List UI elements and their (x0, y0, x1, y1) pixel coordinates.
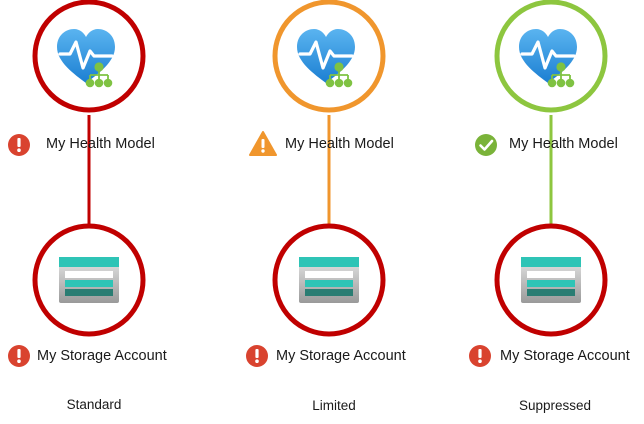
storage-account-label: My Storage Account (37, 348, 167, 364)
warning-icon (249, 131, 277, 156)
error-icon (246, 345, 268, 367)
error-icon (8, 134, 30, 156)
storage-account-label: My Storage Account (500, 348, 630, 364)
error-icon (8, 345, 30, 367)
propagation-caption-standard: Standard (66, 397, 122, 412)
health-model-label: My Health Model (509, 136, 618, 152)
error-icon (469, 345, 491, 367)
check-icon (473, 132, 499, 158)
propagation-caption-limited: Limited (312, 398, 356, 413)
storage-icon (59, 257, 119, 303)
propagation-caption-suppressed: Suppressed (518, 398, 592, 413)
health-model-label: My Health Model (46, 136, 155, 152)
health-model-label: My Health Model (285, 136, 394, 152)
storage-icon (299, 257, 359, 303)
storage-icon (521, 257, 581, 303)
storage-account-label: My Storage Account (276, 348, 406, 364)
